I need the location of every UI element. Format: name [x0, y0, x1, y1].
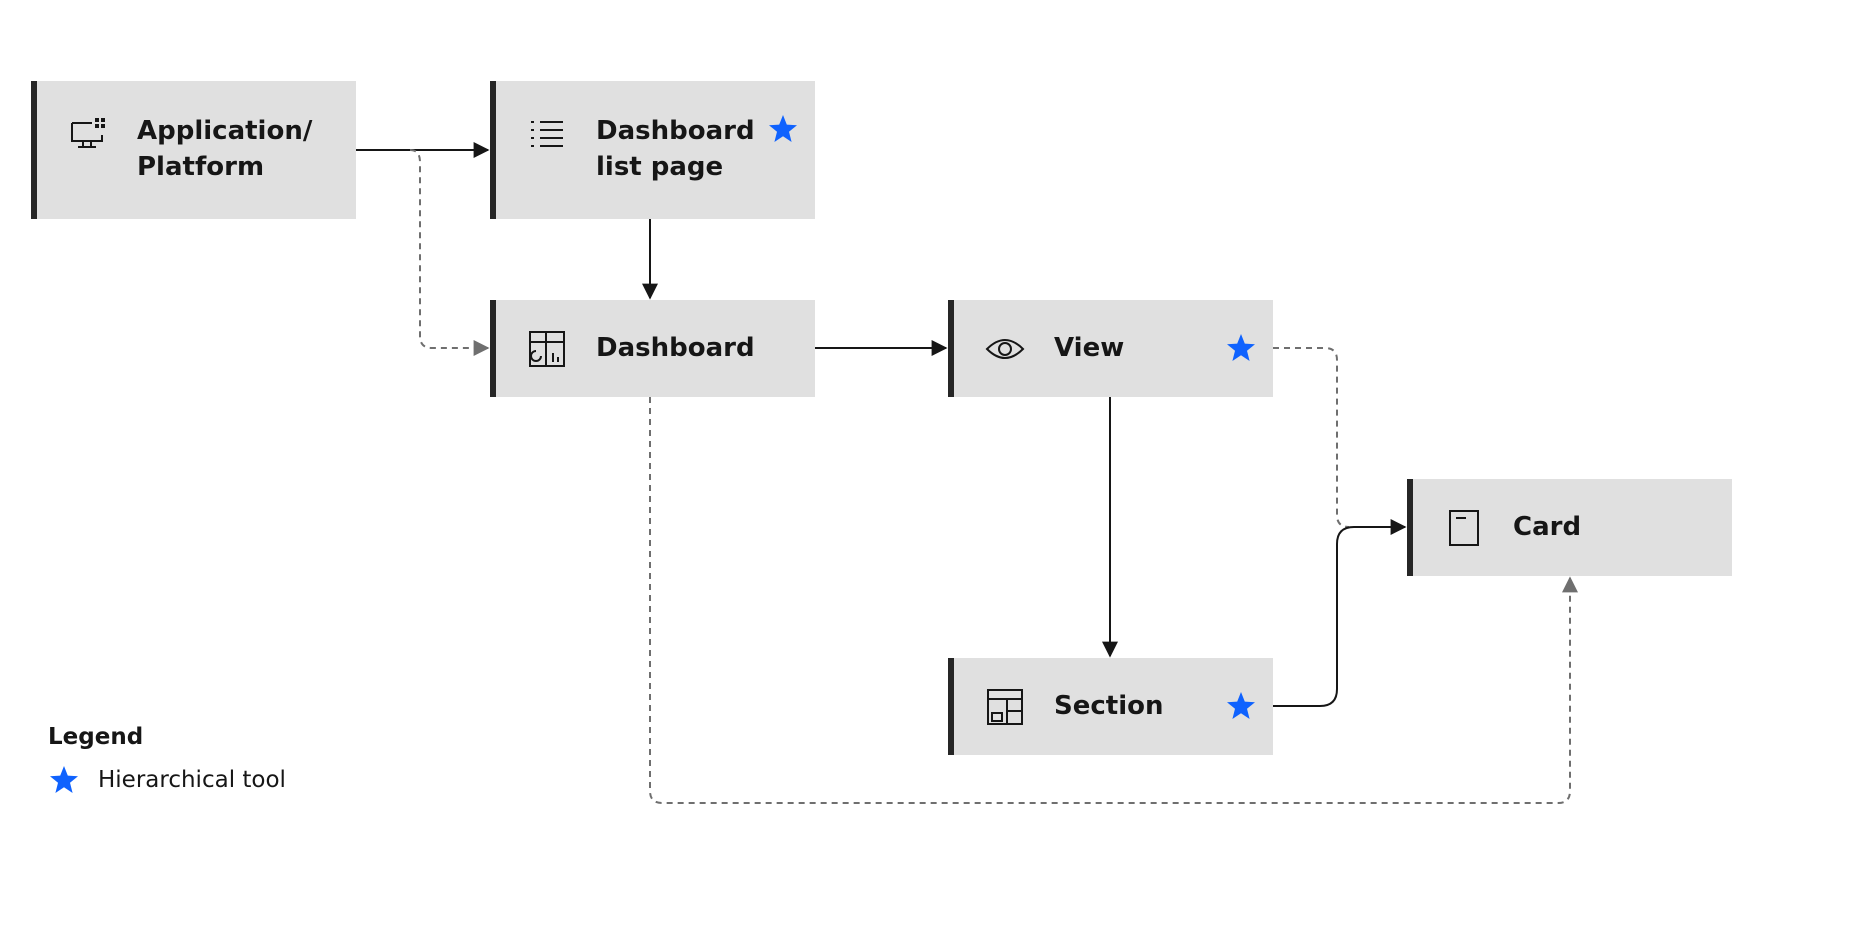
- node-dashboard: Dashboard: [490, 300, 815, 397]
- card-icon: [1449, 510, 1479, 546]
- node-card: Card: [1407, 479, 1732, 576]
- edge-app-to-dash: [409, 149, 490, 356]
- hierarchical-star-icon: [1227, 334, 1255, 361]
- eye-icon: [985, 339, 1025, 359]
- dashboard-icon: [529, 331, 565, 367]
- node-label: View: [1054, 333, 1125, 363]
- node-section: Section: [948, 658, 1273, 755]
- edge-dash-to-card: [649, 397, 1578, 804]
- section-layout-icon: [987, 689, 1023, 725]
- edge-view-to-card: [1273, 347, 1350, 528]
- list-icon: [531, 121, 563, 147]
- legend: Legend Hierarchical tool: [48, 724, 286, 796]
- legend-item: Hierarchical tool: [48, 764, 286, 796]
- node-label: Application/ Platform: [137, 116, 313, 182]
- star-icon: [50, 766, 78, 793]
- edge-section-to-card: [1273, 519, 1407, 707]
- hierarchical-star-icon: [769, 115, 797, 142]
- node-dashboard-list-page: Dashboard list page: [490, 81, 815, 219]
- legend-item-label: Hierarchical tool: [98, 767, 286, 793]
- node-application-platform: Application/ Platform: [31, 81, 356, 219]
- desktop-apps-icon: [71, 118, 105, 148]
- node-label: Card: [1513, 512, 1582, 542]
- node-label: Dashboard: [596, 333, 755, 363]
- node-label: Dashboard list page: [596, 116, 755, 182]
- hierarchical-star-icon: [1227, 692, 1255, 719]
- node-view: View: [948, 300, 1273, 397]
- node-label: Section: [1054, 691, 1164, 721]
- legend-title: Legend: [48, 724, 144, 750]
